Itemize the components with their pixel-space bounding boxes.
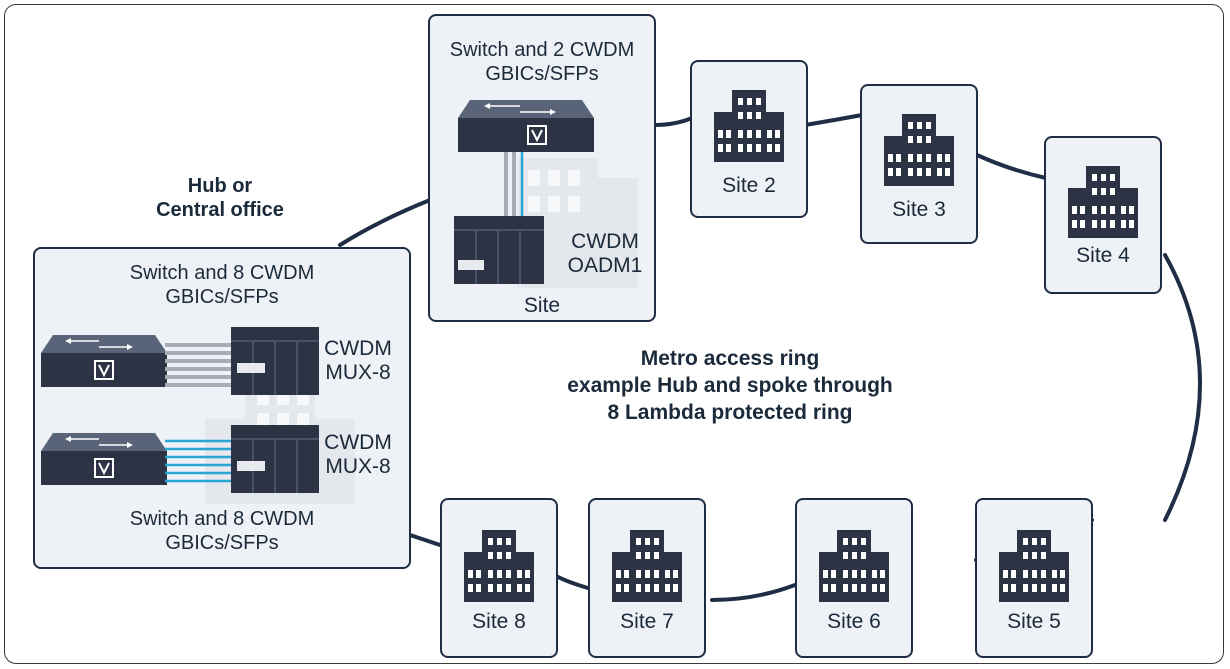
- site1-oadm-line1: CWDM: [571, 230, 639, 253]
- building-icon: [1068, 166, 1138, 238]
- hub-bottom-caption-line1: Switch and 8 CWDM: [129, 508, 315, 530]
- hub-fibers-bottom: [165, 439, 235, 483]
- hub-title: Hub or Central office: [120, 174, 320, 222]
- building-icon: [714, 90, 784, 162]
- diagram-frame: [4, 4, 1224, 664]
- hub-box: Switch and 8 CWDM GBICs/SFPs: [33, 247, 411, 569]
- hub-title-line2: Central office: [156, 199, 284, 221]
- site-label-7: Site 7: [620, 610, 674, 633]
- center-caption-line2: example Hub and spoke through: [567, 374, 893, 397]
- site-box-5: Site 5: [975, 498, 1093, 658]
- hub-bottom-caption-line2: GBICs/SFPs: [165, 532, 279, 554]
- hub-mux-bottom-line1: CWDM: [324, 431, 392, 454]
- hub-mux-bottom-line2: MUX-8: [325, 455, 391, 478]
- site1-caption-line1: Switch and 2 CWDM: [449, 39, 635, 61]
- site-box-7: Site 7: [588, 498, 706, 658]
- hub-mux-top: [231, 327, 319, 395]
- site-box-6: Site 6: [795, 498, 913, 658]
- hub-mux-bottom: [231, 425, 319, 493]
- building-icon: [612, 530, 682, 602]
- hub-mux-top-line2: MUX-8: [325, 361, 391, 384]
- site1-caption: Switch and 2 CWDM GBICs/SFPs: [430, 38, 654, 86]
- building-icon: [884, 114, 954, 186]
- center-caption-line3: 8 Lambda protected ring: [607, 401, 853, 424]
- hub-top-caption-line2: GBICs/SFPs: [165, 286, 279, 308]
- hub-top-caption-line1: Switch and 8 CWDM: [129, 262, 315, 284]
- hub-mux-top-label: CWDM MUX-8: [323, 337, 393, 385]
- site-box-3: Site 3: [860, 84, 978, 244]
- site-label-3: Site 3: [892, 198, 946, 221]
- site1-fibers: [504, 152, 524, 222]
- site-label-5: Site 5: [1007, 610, 1061, 633]
- site1-oadm: [454, 216, 544, 284]
- site1-box: Switch and 2 CWDM GBICs/SFPs: [428, 14, 656, 322]
- site1-label: Site: [523, 294, 561, 317]
- hub-switch-bottom: [41, 433, 167, 485]
- hub-top-caption: Switch and 8 CWDM GBICs/SFPs: [35, 261, 409, 309]
- building-icon: [819, 530, 889, 602]
- site-box-4: Site 4: [1044, 136, 1162, 294]
- hub-switch-top: [41, 335, 167, 387]
- site1-oadm-line2: OADM1: [567, 254, 643, 277]
- hub-fibers-top: [165, 343, 235, 387]
- building-icon: [464, 530, 534, 602]
- site-label-4: Site 4: [1076, 244, 1130, 267]
- center-caption-line1: Metro access ring: [640, 347, 820, 370]
- site1-caption-line2: GBICs/SFPs: [485, 63, 599, 85]
- site-box-2: Site 2: [690, 60, 808, 218]
- site1-switch: [458, 100, 594, 152]
- ring-path: [338, 113, 1202, 562]
- hub-mux-bottom-label: CWDM MUX-8: [323, 431, 393, 479]
- building-icon: [999, 530, 1069, 602]
- site1-oadm-label: CWDM OADM1: [550, 230, 660, 278]
- hub-mux-top-line1: CWDM: [324, 337, 392, 360]
- hub-bottom-caption: Switch and 8 CWDM GBICs/SFPs: [35, 507, 409, 555]
- center-caption: Metro access ring example Hub and spoke …: [540, 345, 920, 426]
- site-label-2: Site 2: [722, 174, 776, 197]
- hub-title-line1: Hub or: [187, 175, 253, 197]
- site-box-8: Site 8: [440, 498, 558, 658]
- site-label-8: Site 8: [472, 610, 526, 633]
- site-label-6: Site 6: [827, 610, 881, 633]
